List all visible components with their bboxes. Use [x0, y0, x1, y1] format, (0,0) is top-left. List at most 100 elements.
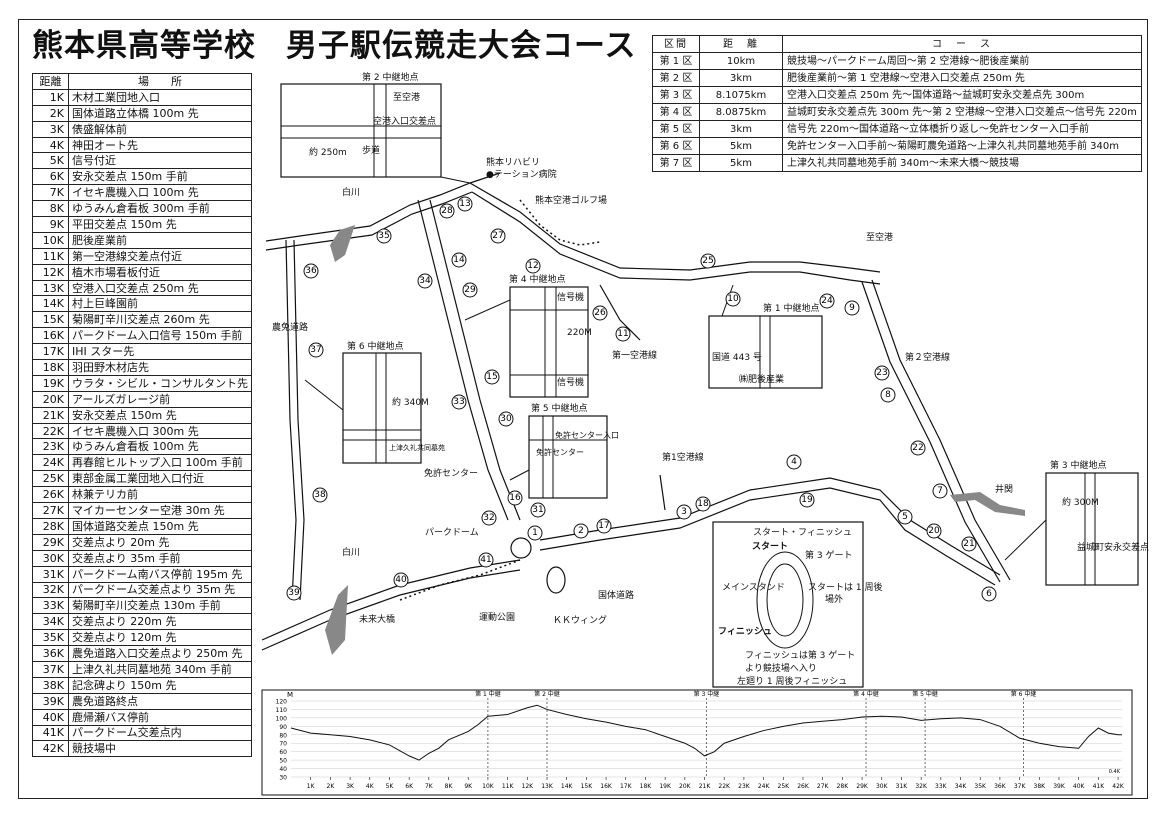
km-marker-circle — [525, 258, 541, 274]
relay3-dist: 約 300M — [1062, 496, 1099, 508]
distance-km: 35K — [32, 629, 69, 647]
km-marker-circle — [573, 523, 589, 539]
elevation-relay-label: 第 3 中継 — [694, 690, 720, 698]
km-marker-label: 32 — [483, 513, 494, 523]
elevation-xtick: 29K — [856, 783, 869, 790]
roads — [261, 172, 1011, 651]
distance-place: 空港入口交差点 250m 先 — [68, 279, 252, 297]
km-marker-label: 25 — [702, 256, 713, 266]
relay6-title: 第 6 中継地点 — [347, 340, 403, 352]
elevation-xtick: 22K — [718, 783, 731, 790]
distance-place: 国体道路立体橋 100m 先 — [68, 104, 252, 122]
elevation-relay-label: 第 1 中継 — [475, 690, 501, 698]
elevation-xtick: 20K — [679, 783, 692, 790]
distance-place: 競技場中 — [68, 740, 252, 758]
km-marker-label: 10 — [727, 294, 739, 304]
section-distance: 3km — [699, 120, 783, 138]
road-east-a — [871, 279, 1011, 581]
km-marker-label: 3 — [681, 507, 687, 517]
elevation-xtick: 40K — [1073, 783, 1086, 790]
km-marker-label: 41 — [480, 555, 491, 565]
km-marker-label: 33 — [453, 397, 464, 407]
distance-place: 木材工業団地入口 — [68, 88, 252, 106]
relay1-box — [708, 315, 823, 389]
label-license: 免許センター — [424, 467, 478, 479]
elevation-ytick: 60 — [279, 749, 287, 756]
elevation-xtick: 27K — [817, 783, 830, 790]
relay2-walk: 歩道 — [362, 144, 380, 156]
page-title: 熊本県高等学校男子駅伝競走大会コース — [32, 26, 636, 66]
km-marker-label: 5 — [902, 512, 908, 522]
km-marker-label: 34 — [419, 276, 431, 286]
distance-place: 第一空港線交差点付近 — [68, 247, 252, 265]
relay5-box — [528, 415, 608, 499]
km-marker-circle — [478, 552, 494, 568]
elevation-xtick: 26K — [797, 783, 810, 790]
elevation-xtick: 28K — [837, 783, 850, 790]
elevation-relay-label: 第 6 中継 — [1011, 690, 1037, 698]
distance-km: 36K — [32, 645, 69, 662]
km-marker-label: 27 — [492, 231, 503, 241]
elevation-xtick: 31K — [896, 783, 909, 790]
distance-place: パークドーム南バス停前 195m 先 — [68, 565, 252, 583]
km-marker-label: 12 — [527, 261, 538, 271]
elevation-xtick: 32K — [915, 783, 928, 790]
road-airport1-south — [659, 474, 666, 511]
km-marker-circle — [844, 300, 860, 316]
title-part-1: 熊本県高等学校 — [32, 28, 256, 64]
elevation-xtick: 36K — [994, 783, 1007, 790]
km-marker-label: 23 — [876, 368, 887, 378]
finish-start: スタート — [752, 540, 788, 552]
river-east — [950, 492, 1025, 516]
km-marker-circle — [451, 394, 467, 410]
finish-desc3: 左廻り 1 周後フィニッシュ — [737, 675, 847, 687]
relay3-box — [1045, 472, 1139, 586]
distance-km: 28K — [32, 517, 69, 535]
elevation-xtick: 14K — [561, 783, 574, 790]
km-marker-label: 26 — [594, 308, 606, 318]
elevation-ytick: 50 — [279, 758, 287, 765]
distance-km: 23K — [32, 438, 69, 456]
section-course: 上津久礼共同墓地苑手前 340m～未来大橋～競技場 — [782, 154, 1142, 172]
finish-finish: フィニッシュ — [718, 626, 772, 637]
label-shirakawa1: 白川 — [342, 186, 360, 198]
elevation-xtick: 23K — [738, 783, 751, 790]
road-kokutai-b — [417, 199, 509, 521]
km-marker-circle — [312, 487, 328, 503]
km-marker-label: 22 — [912, 443, 923, 453]
label-kokutai: 国体道路 — [598, 589, 634, 601]
km-marker-circle — [481, 510, 497, 526]
distance-km: 25K — [32, 470, 69, 488]
relay3-place: 益城町安永交差点 — [1077, 541, 1149, 553]
elevation-ytick: 100 — [276, 715, 288, 722]
relay6-place: 上津久礼共同墓苑 — [389, 443, 445, 452]
distance-km: 21K — [32, 406, 69, 424]
elevation-relay-label: 第 2 中継 — [534, 690, 560, 698]
km-marker-circle — [615, 326, 631, 342]
finish-note2: 場外 — [825, 593, 843, 605]
road-bridge-b — [261, 569, 521, 651]
km-marker-circle — [799, 492, 815, 508]
relay4-dist: 220M — [567, 328, 592, 338]
elevation-ytick: 40 — [279, 766, 287, 773]
elevation-end-label: 0.4K — [1109, 769, 1121, 775]
km-marker-circle — [286, 585, 302, 601]
km-marker-circle — [897, 509, 913, 525]
km-marker-label: 16 — [509, 493, 521, 503]
km-marker-circle — [376, 228, 392, 244]
relay2-box — [280, 83, 442, 178]
elevation-frame — [261, 689, 1133, 796]
road-east-b — [861, 281, 1001, 583]
elevation-xtick: 17K — [620, 783, 633, 790]
distance-km: 3K — [32, 120, 69, 138]
relay5-entrance: 免許センター入口 — [555, 430, 619, 440]
